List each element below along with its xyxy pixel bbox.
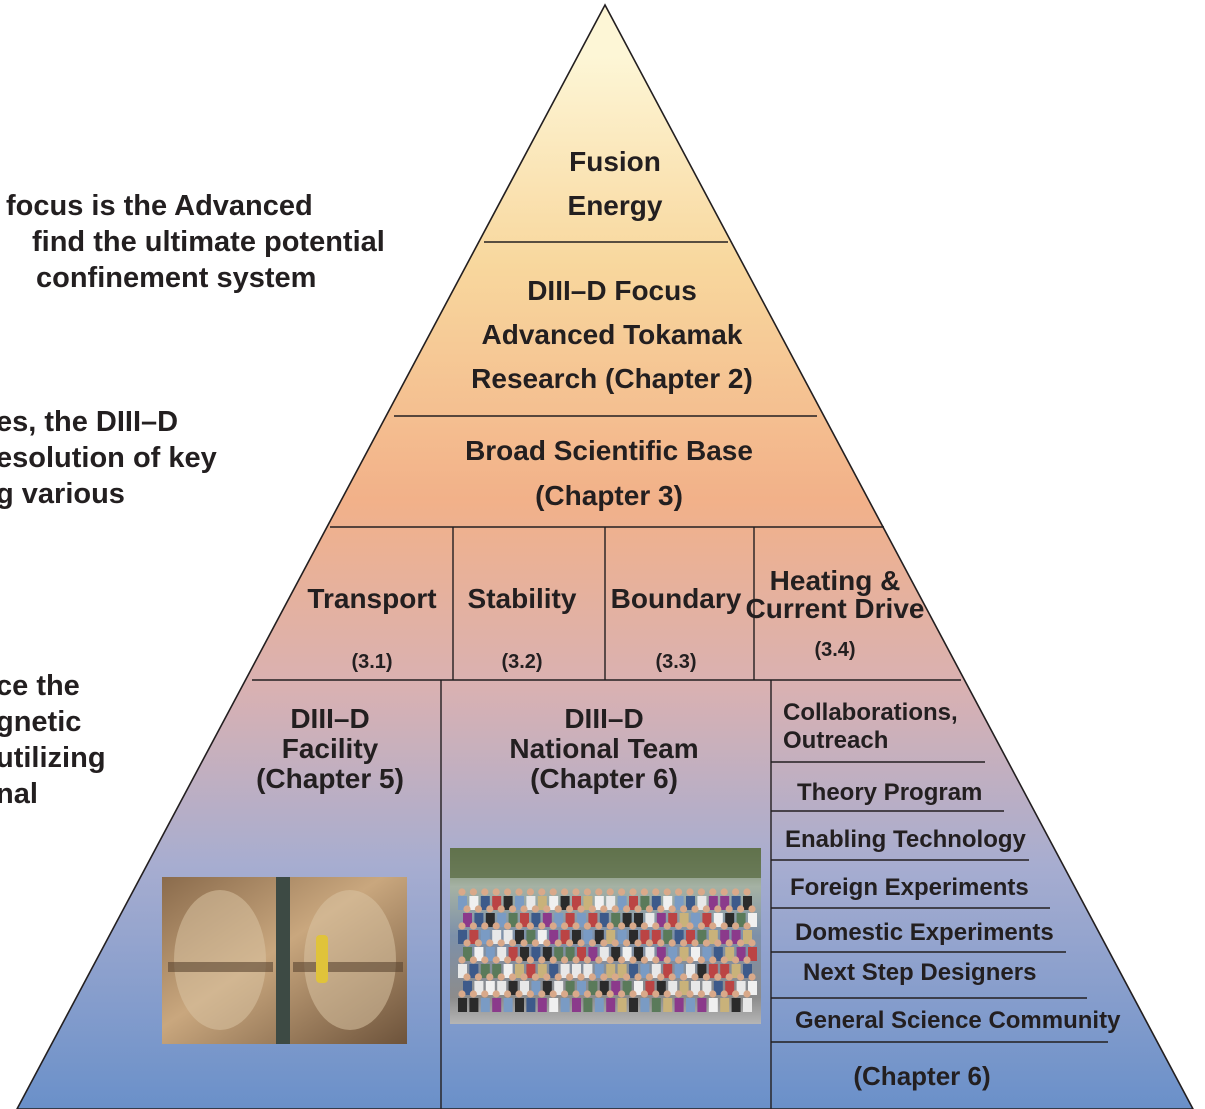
side-text-line: gnetic — [0, 706, 82, 738]
topic-label-line: Stability — [468, 583, 577, 614]
topic-ref-line: (3.4) — [814, 639, 855, 661]
team-list-item: Collaborations,Outreach — [783, 699, 958, 754]
topic-ref-line: (3.1) — [351, 651, 392, 673]
side-text-block-2: es, the DIII–D esolution of key g variou… — [0, 404, 217, 512]
tokamak-vessel-photo — [162, 877, 407, 1044]
topic-label: Boundary — [611, 583, 742, 614]
team-list-item-line: Collaborations, — [783, 699, 958, 726]
team-label-line: (Chapter 6) — [530, 763, 678, 794]
apex-label-line: Energy — [568, 190, 663, 221]
topic-label: Heating &Current Drive — [746, 565, 925, 624]
national-team-photo — [450, 848, 761, 1024]
team-list-item: Enabling Technology — [785, 826, 1027, 853]
side-text-line: utilizing — [0, 742, 106, 774]
team-list-item: Theory Program — [797, 779, 982, 806]
side-text-line: esolution of key — [0, 442, 217, 474]
facility-label-line: DIII–D — [290, 703, 369, 734]
tier-dividers — [252, 241, 1108, 1109]
team-list-item-line: Theory Program — [797, 779, 982, 806]
focus-label-line: DIII–D Focus — [527, 275, 697, 306]
topic-label: Transport — [307, 583, 436, 614]
team-list-ref-line: (Chapter 6) — [853, 1061, 990, 1091]
topic-label-line: Current Drive — [746, 593, 925, 624]
team-list-item-line: Domestic Experiments — [795, 919, 1054, 946]
team-list-item-line: Foreign Experiments — [790, 874, 1029, 901]
team-list-item: Domestic Experiments — [795, 919, 1054, 946]
team-label-line: National Team — [509, 733, 698, 764]
focus-label-line: Advanced Tokamak — [482, 319, 743, 350]
team-list-ref: (Chapter 6) — [853, 1061, 990, 1091]
team-list-item-line: Next Step Designers — [803, 959, 1036, 986]
side-text-line: confinement system — [36, 262, 317, 294]
science-base-label-line: Broad Scientific Base — [465, 435, 753, 466]
topic-ref: (3.2) — [501, 651, 542, 673]
topic-label-line: Transport — [307, 583, 436, 614]
side-text-line: focus is the Advanced — [6, 190, 313, 222]
side-text-line: nal — [0, 778, 38, 810]
apex-label-line: Fusion — [569, 146, 661, 177]
side-text-line: ce the — [0, 670, 80, 702]
topic-ref-line: (3.3) — [655, 651, 696, 673]
side-text-line: find the ultimate potential — [32, 226, 385, 258]
topic-ref: (3.3) — [655, 651, 696, 673]
topic-ref: (3.4) — [814, 639, 855, 661]
topic-label-line: Boundary — [611, 583, 742, 614]
team-list-item: Foreign Experiments — [790, 874, 1029, 901]
team-list-item: Next Step Designers — [803, 959, 1036, 986]
topic-ref-line: (3.2) — [501, 651, 542, 673]
facility-label-line: (Chapter 5) — [256, 763, 404, 794]
team-list-item-line: General Science Community — [795, 1007, 1121, 1034]
side-text-block-3: ce the gnetic utilizing nal — [0, 668, 106, 812]
science-base-label: Broad Scientific Base (Chapter 3) — [465, 435, 753, 511]
team-list-item: General Science Community — [795, 1007, 1121, 1034]
side-text-line: g various — [0, 478, 125, 510]
team-list-item-line: Enabling Technology — [785, 826, 1027, 853]
science-base-label-line: (Chapter 3) — [535, 480, 683, 511]
side-text-block-1: focus is the Advanced find the ultimate … — [0, 188, 385, 296]
group-photo-crowd — [458, 888, 757, 1012]
focus-label-line: Research (Chapter 2) — [471, 363, 753, 394]
topic-label-line: Heating & — [770, 565, 901, 596]
topic-ref: (3.1) — [351, 651, 392, 673]
facility-label-line: Facility — [282, 733, 379, 764]
topic-label: Stability — [468, 583, 577, 614]
team-label-line: DIII–D — [564, 703, 643, 734]
side-text-line: es, the DIII–D — [0, 406, 179, 438]
team-list-item-line: Outreach — [783, 727, 888, 754]
